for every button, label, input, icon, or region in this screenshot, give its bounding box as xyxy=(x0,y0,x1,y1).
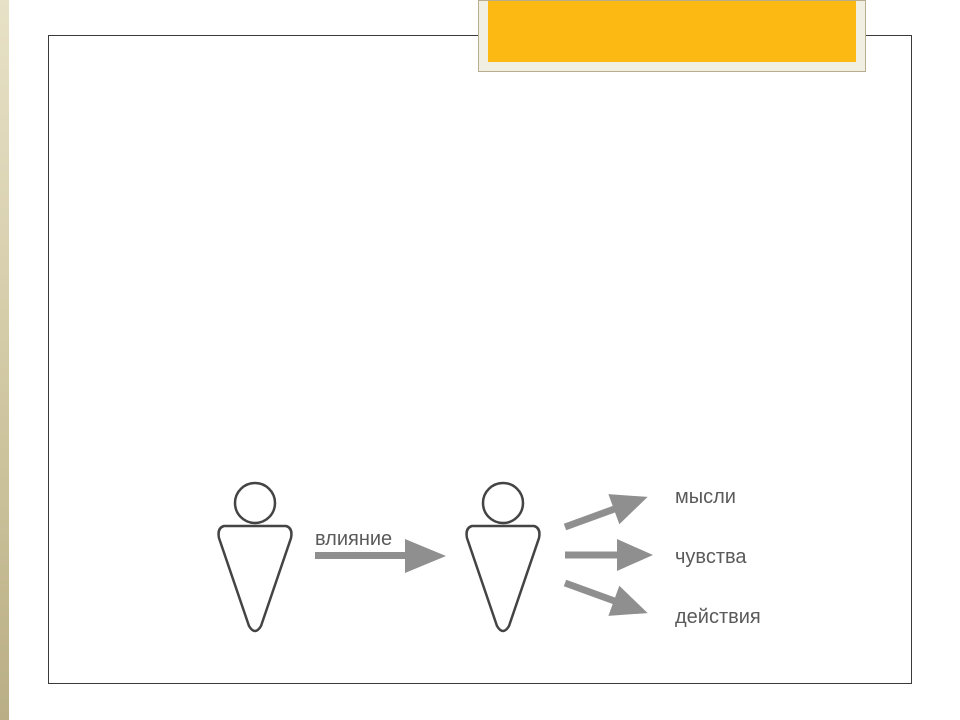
person-recipient-head xyxy=(481,481,525,525)
person-source-head xyxy=(233,481,277,525)
title-banner xyxy=(478,0,866,72)
influence-arrow xyxy=(315,539,446,573)
outcome-arrow-actions xyxy=(563,579,648,616)
influence-label: влияние xyxy=(315,528,392,550)
outcome-label-actions: действия xyxy=(675,606,761,628)
title-banner-fill xyxy=(488,1,856,62)
person-source-body xyxy=(217,524,293,633)
person-figure-recipient xyxy=(465,481,541,633)
outcome-label-feelings: чувства xyxy=(675,546,747,568)
decorative-left-strip xyxy=(0,0,9,720)
outcome-arrow-thoughts xyxy=(563,494,648,531)
outcome-arrow-feelings xyxy=(565,539,653,571)
outcome-label-thoughts: мысли xyxy=(675,486,736,508)
person-recipient-body xyxy=(465,524,541,633)
person-figure-source xyxy=(217,481,293,633)
